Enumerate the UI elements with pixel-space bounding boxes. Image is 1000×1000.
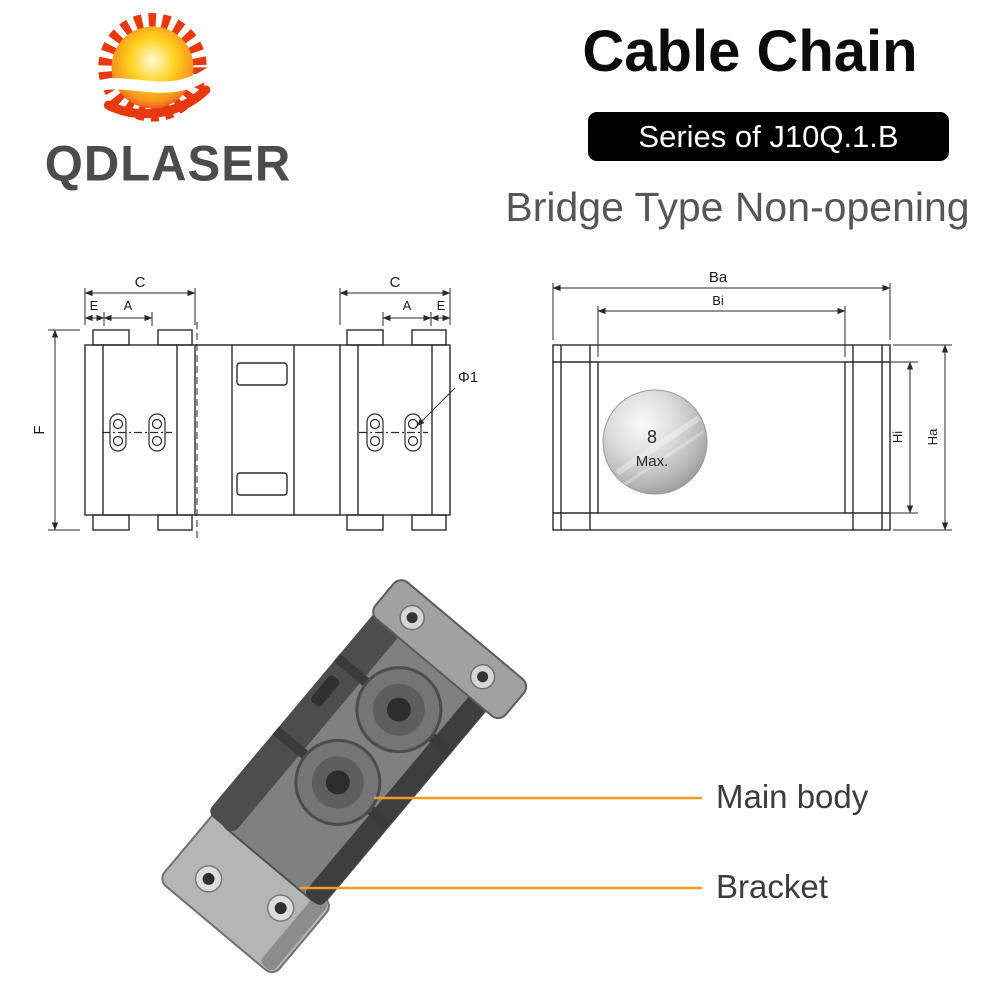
section-opening <box>597 361 846 514</box>
dim-label-ba: Ba <box>709 269 728 286</box>
top-view-drawing <box>84 322 451 538</box>
dim-label-ha: Ha <box>925 428 940 445</box>
dim-label-c-left: C <box>135 274 146 291</box>
bridge-bar-top <box>236 362 288 386</box>
dim-label-a-right: A <box>403 298 412 313</box>
bridge-bar-bottom <box>236 472 288 496</box>
callout-lines <box>300 796 702 890</box>
dim-label-c-right: C <box>390 274 401 291</box>
subtitle: Bridge Type Non-opening <box>505 184 970 230</box>
bracket-label: Bracket <box>716 868 828 905</box>
cable-diameter-suffix: Max. <box>636 453 669 470</box>
left-plate <box>84 344 196 516</box>
main-body-label: Main body <box>716 778 869 815</box>
product-3d-render <box>161 579 528 974</box>
bracket-part <box>161 811 330 974</box>
sphere-highlight <box>615 415 701 476</box>
dim-label-e-left: E <box>90 298 99 313</box>
phi1-leader-line <box>416 387 456 427</box>
main-body-part <box>210 607 493 906</box>
bracket-hole <box>202 872 215 885</box>
dim-label-a-left: A <box>124 298 133 313</box>
section-view-drawing <box>552 344 891 531</box>
dim-label-hi: Hi <box>890 431 905 443</box>
section-outer <box>552 344 891 531</box>
red-swoosh-icon <box>103 85 211 119</box>
cable-diameter-value: 8 <box>647 427 657 447</box>
top-view-dimensions <box>48 288 456 531</box>
section-view-dimensions <box>552 283 952 531</box>
sphere-highlight-2 <box>624 430 704 486</box>
sun-icon <box>82 13 222 122</box>
right-plate <box>339 344 451 516</box>
cable-diameter-sphere <box>602 389 708 495</box>
brand-wordmark: QDLASER <box>44 136 292 192</box>
end-flange-part <box>372 579 528 720</box>
dim-label-f: F <box>31 425 48 434</box>
dim-label-phi1: Φ1 <box>458 369 478 386</box>
page-title: Cable Chain <box>582 19 918 84</box>
series-badge: Series of J10Q.1.B <box>588 112 949 161</box>
white-swoosh-icon <box>82 59 222 98</box>
right-plate-slots <box>359 413 428 452</box>
dim-label-e-right: E <box>437 298 446 313</box>
left-plate-slots <box>102 413 172 452</box>
brand-logo-icon <box>82 13 222 122</box>
bracket-hole <box>274 902 287 915</box>
dim-label-bi: Bi <box>712 293 724 308</box>
